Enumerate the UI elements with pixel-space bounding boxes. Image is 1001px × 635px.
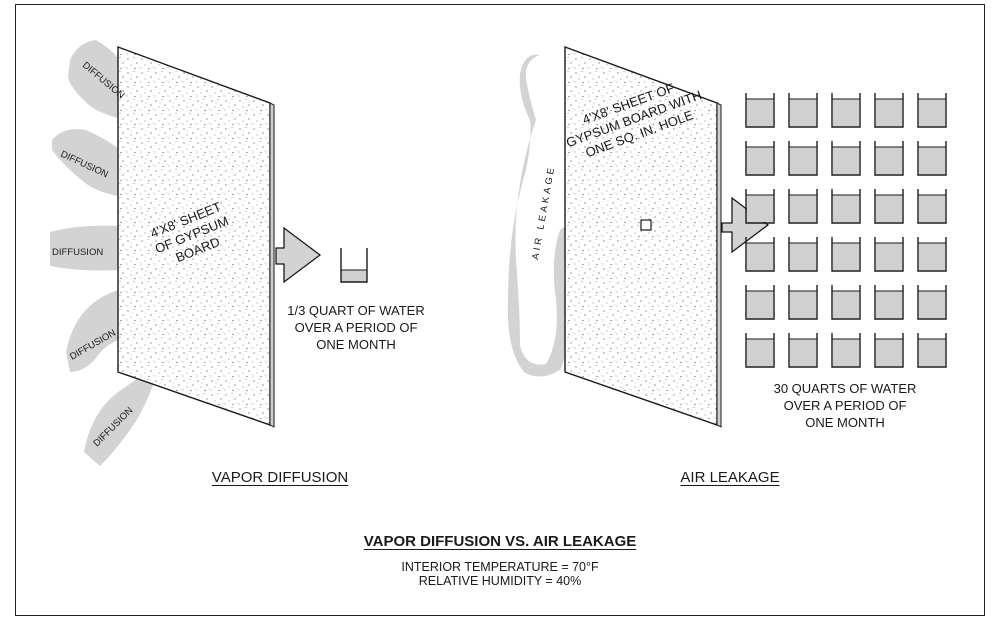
water-bucket [745, 189, 775, 224]
water-bucket [917, 285, 947, 320]
gypsum-sheet-left [117, 45, 275, 428]
water-bucket [831, 189, 861, 224]
water-bucket [745, 237, 775, 272]
water-caption-right: 30 QUARTS OF WATER OVER A PERIOD OF ONE … [760, 380, 930, 431]
water-bucket [831, 237, 861, 272]
caption-line: 30 QUARTS OF WATER [773, 381, 917, 396]
section-title-air-leakage: AIR LEAKAGE [680, 469, 780, 486]
water-bucket [874, 237, 904, 272]
caption-line: OVER A PERIOD OF [294, 320, 418, 335]
footer-relative-humidity: RELATIVE HUMIDITY = 40% [418, 574, 582, 588]
water-bucket [874, 141, 904, 176]
water-bucket [917, 333, 947, 368]
bucket-grid [745, 93, 947, 368]
water-bucket [874, 285, 904, 320]
footer-interior-temperature: INTERIOR TEMPERATURE = 70°F [401, 560, 599, 574]
water-bucket [917, 93, 947, 128]
water-bucket [788, 93, 818, 128]
water-bucket [788, 285, 818, 320]
diffusion-label: DIFFUSION [52, 247, 103, 258]
diffusion-flows [50, 40, 160, 466]
water-bucket [874, 333, 904, 368]
section-title-vapor-diffusion: VAPOR DIFFUSION [211, 469, 349, 486]
hole-icon [640, 219, 652, 231]
diffusion-flow-1 [68, 40, 118, 118]
water-bucket [745, 333, 775, 368]
diffusion-flow-4 [66, 290, 118, 372]
water-bucket [788, 333, 818, 368]
water-bucket [831, 141, 861, 176]
caption-line: OVER A PERIOD OF [783, 398, 907, 413]
water-bucket [745, 93, 775, 128]
footer-title: VAPOR DIFFUSION VS. AIR LEAKAGE [363, 533, 637, 550]
caption-line: 1/3 QUART OF WATER [287, 303, 425, 318]
diffusion-flow-3 [50, 225, 118, 271]
water-bucket [917, 189, 947, 224]
water-bucket [788, 141, 818, 176]
water-bucket [788, 189, 818, 224]
water-bucket [874, 189, 904, 224]
caption-line: ONE MONTH [805, 415, 885, 430]
water-bucket [788, 237, 818, 272]
water-bucket [831, 93, 861, 128]
water-bucket [917, 141, 947, 176]
water-bucket [874, 93, 904, 128]
diffusion-flow-2 [52, 129, 118, 196]
air-leakage-label: AIR LEAKAGE [530, 164, 557, 260]
diffusion-flow-5 [84, 366, 160, 466]
water-bucket [340, 248, 368, 283]
water-bucket [831, 285, 861, 320]
water-bucket [917, 237, 947, 272]
diagram-frame [15, 4, 985, 616]
gypsum-sheet-right [564, 45, 722, 428]
arrow-right-icon [721, 196, 770, 254]
water-bucket [745, 141, 775, 176]
water-bucket [745, 285, 775, 320]
arrow-right-icon [275, 226, 322, 284]
water-bucket [831, 333, 861, 368]
caption-line: ONE MONTH [316, 337, 396, 352]
water-caption-left: 1/3 QUART OF WATER OVER A PERIOD OF ONE … [276, 302, 436, 353]
